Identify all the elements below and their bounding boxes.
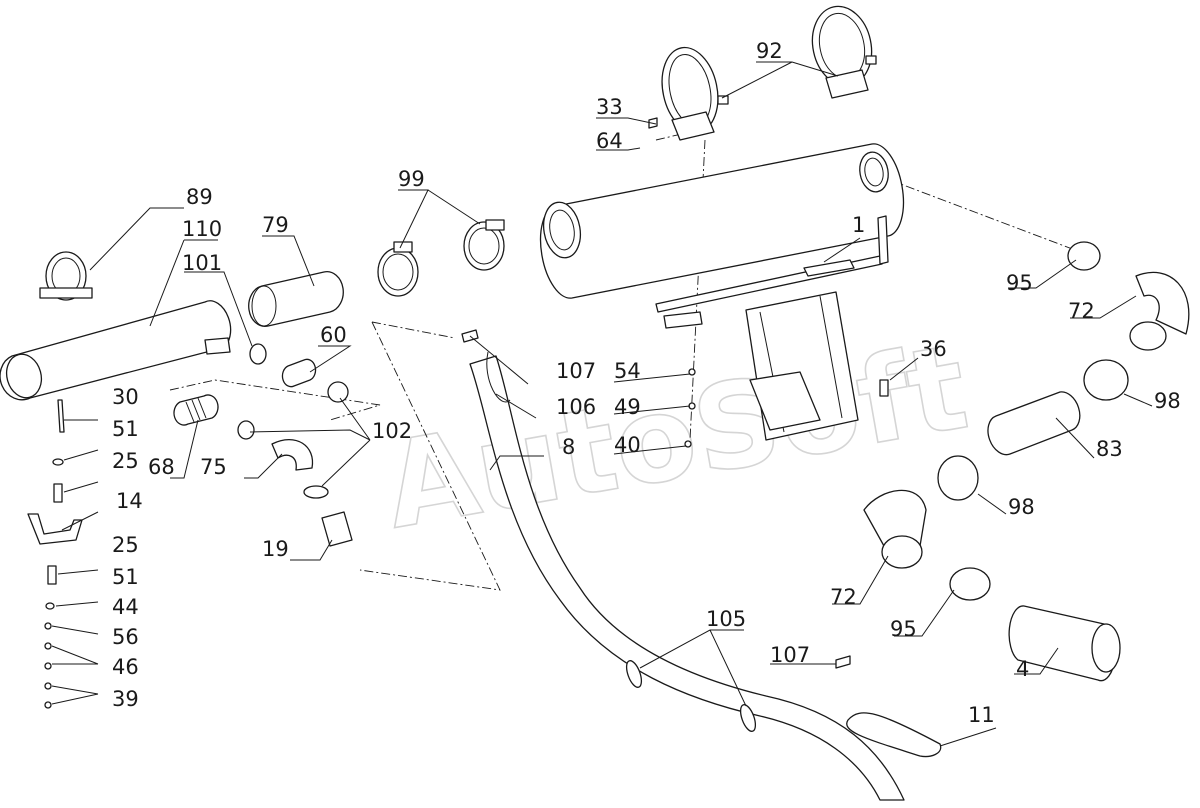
clamp-part-98-b bbox=[937, 455, 979, 501]
label-33: 33 bbox=[596, 95, 623, 119]
label-46: 46 bbox=[112, 655, 139, 679]
clamp-part-101 bbox=[249, 343, 267, 365]
muffler-part-64 bbox=[539, 143, 905, 299]
label-8: 8 bbox=[562, 435, 575, 459]
washer-part-51-b bbox=[45, 602, 55, 610]
coupling-part-19 bbox=[321, 511, 353, 547]
label-51a: 51 bbox=[112, 417, 139, 441]
label-102: 102 bbox=[372, 419, 412, 443]
spring-part-25-a bbox=[53, 483, 63, 503]
label-30: 30 bbox=[112, 385, 139, 409]
label-83: 83 bbox=[1096, 437, 1123, 461]
band-clamp-part-92-right bbox=[811, 5, 877, 99]
elbow-part-72-a bbox=[1135, 271, 1190, 335]
label-99: 99 bbox=[398, 167, 425, 191]
label-72a: 72 bbox=[1068, 299, 1095, 323]
label-4: 4 bbox=[1016, 657, 1029, 681]
label-19: 19 bbox=[262, 537, 289, 561]
label-79: 79 bbox=[262, 213, 289, 237]
label-56: 56 bbox=[112, 625, 139, 649]
label-68: 68 bbox=[148, 455, 175, 479]
label-105: 105 bbox=[706, 607, 746, 631]
label-95a: 95 bbox=[1006, 271, 1033, 295]
callout-labels: 89 110 101 79 99 33 64 92 60 30 51 25 68… bbox=[112, 39, 1181, 727]
label-95b: 95 bbox=[890, 617, 917, 641]
exhaust-pipe-part-8 bbox=[469, 351, 905, 801]
clamp-part-105-a bbox=[625, 660, 643, 688]
label-25a: 25 bbox=[112, 449, 139, 473]
pipe-part-79 bbox=[248, 271, 344, 327]
label-25b: 25 bbox=[112, 533, 139, 557]
clamp-part-102-a bbox=[327, 381, 349, 403]
clamp-part-99-b bbox=[463, 219, 505, 271]
nut-part-44 bbox=[44, 622, 52, 630]
bolt-part-36 bbox=[879, 379, 889, 397]
label-72b: 72 bbox=[830, 585, 857, 609]
small-parts bbox=[27, 329, 889, 709]
label-44: 44 bbox=[112, 595, 139, 619]
pipe-part-110 bbox=[0, 300, 232, 401]
washer-part-51-a bbox=[52, 458, 64, 466]
label-101: 101 bbox=[182, 251, 222, 275]
label-89: 89 bbox=[186, 185, 213, 209]
washer-part-39-a bbox=[44, 682, 52, 690]
label-39: 39 bbox=[112, 687, 139, 711]
gasket-part-11 bbox=[846, 712, 942, 758]
clamp-part-102-b bbox=[237, 420, 255, 440]
label-75: 75 bbox=[200, 455, 227, 479]
label-106: 106 bbox=[556, 395, 596, 419]
elbow-part-72-b bbox=[863, 489, 927, 547]
clamp-part-105-b bbox=[739, 704, 757, 732]
connector-part-60 bbox=[281, 358, 317, 388]
right-side-parts bbox=[846, 241, 1190, 758]
label-110: 110 bbox=[182, 217, 222, 241]
label-1: 1 bbox=[852, 213, 865, 237]
clamp-part-95-a bbox=[1067, 241, 1101, 271]
u-bolt-clamp-part-89 bbox=[39, 251, 93, 301]
washer-part-46 bbox=[44, 662, 52, 670]
bracket-part-14 bbox=[27, 513, 83, 545]
clip-part-107-b bbox=[835, 655, 851, 669]
label-60: 60 bbox=[320, 323, 347, 347]
leader-lines bbox=[51, 61, 1153, 747]
label-51b: 51 bbox=[112, 565, 139, 589]
label-36: 36 bbox=[920, 337, 947, 361]
label-107b: 107 bbox=[770, 643, 810, 667]
label-11: 11 bbox=[968, 703, 995, 727]
label-107a: 107 bbox=[556, 359, 596, 383]
label-40: 40 bbox=[614, 433, 641, 457]
label-98a: 98 bbox=[1154, 389, 1181, 413]
support-bracket-part-1 bbox=[655, 215, 889, 441]
assembly-lines bbox=[169, 131, 1076, 591]
label-49: 49 bbox=[614, 395, 641, 419]
band-clamp-part-92-left bbox=[661, 46, 729, 141]
label-54: 54 bbox=[614, 359, 641, 383]
clamp-part-98-a bbox=[1083, 359, 1129, 401]
label-64: 64 bbox=[596, 129, 623, 153]
spring-part-25-b bbox=[47, 565, 57, 585]
elbow-part-75 bbox=[271, 439, 314, 471]
clamp-part-95-b bbox=[949, 567, 991, 601]
washer-part-54 bbox=[688, 368, 696, 376]
label-98b: 98 bbox=[1008, 495, 1035, 519]
label-92: 92 bbox=[756, 39, 783, 63]
label-14: 14 bbox=[116, 489, 143, 513]
nut-part-39 bbox=[44, 701, 52, 709]
clamp-part-102-c bbox=[303, 485, 329, 499]
washer-part-56 bbox=[44, 642, 52, 650]
bolt-part-30 bbox=[57, 399, 65, 433]
nut-part-40 bbox=[684, 440, 692, 448]
pipe-part-83 bbox=[987, 391, 1081, 456]
clamp-part-99-a bbox=[377, 241, 419, 297]
